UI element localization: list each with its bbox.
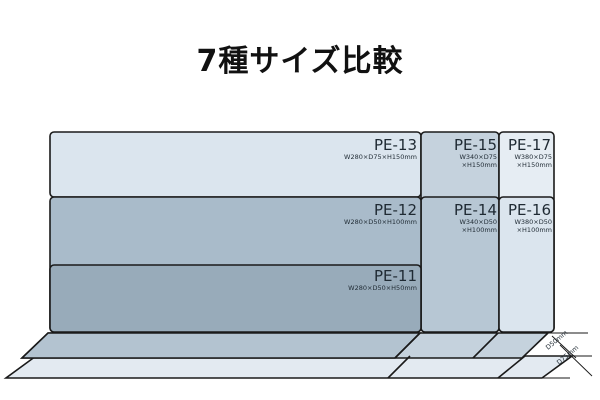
pe16-code: PE-16: [508, 201, 551, 219]
pe14-size-1: W340×D50: [459, 218, 497, 226]
pe12-code: PE-12: [374, 201, 417, 219]
pe13-code: PE-13: [374, 136, 417, 154]
panel-pe13: [49, 131, 422, 198]
base-floor-pe11: [20, 332, 422, 359]
panels: [49, 131, 555, 333]
dim-line-d50: [551, 335, 577, 359]
pe17-size-2: ×H150mm: [517, 161, 552, 169]
base-tray-d75: [3, 355, 575, 379]
panel-pe16: [498, 196, 555, 333]
depth-dimensions: [542, 332, 593, 379]
pe15-size-2: ×H150mm: [462, 161, 497, 169]
pe13-size: W280×D75×H150mm: [344, 153, 417, 161]
page-title: 7種サイズ比較: [196, 44, 404, 79]
pe15-size-1: W340×D75: [459, 153, 497, 161]
depth-label-d75: D75mm: [555, 344, 580, 367]
pe11-code: PE-11: [374, 267, 417, 285]
pe17-code: PE-17: [508, 136, 551, 154]
labels: PE-13 W280×D75×H150mm PE-12 W280×D50×H10…: [344, 136, 552, 292]
pe14-code: PE-14: [454, 201, 497, 219]
pe15-code: PE-15: [454, 136, 497, 154]
pe14-size-2: ×H100mm: [462, 226, 497, 234]
base-trays: [3, 332, 575, 379]
panel-pe11: [49, 264, 422, 333]
pe12-size: W280×D50×H100mm: [344, 218, 417, 226]
pe16-size-1: W380×D50: [514, 218, 552, 226]
pe11-size: W280×D50×H50mm: [348, 284, 417, 292]
pe17-size-1: W380×D75: [514, 153, 552, 161]
dim-line-d75: [559, 344, 593, 377]
pe16-size-2: ×H100mm: [517, 226, 552, 234]
